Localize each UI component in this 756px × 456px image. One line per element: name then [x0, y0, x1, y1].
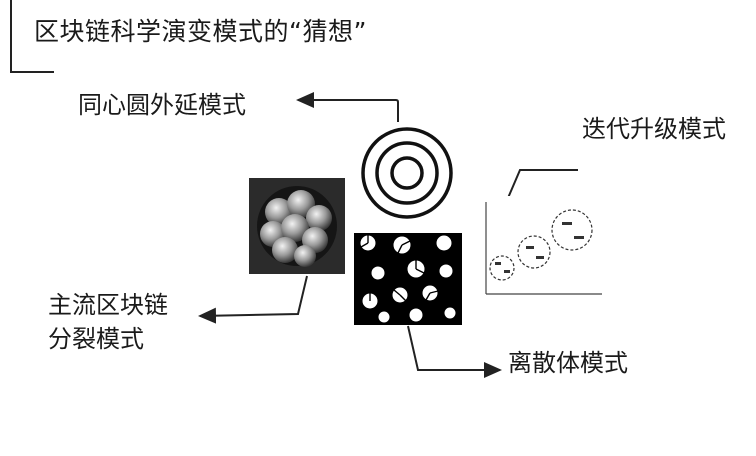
discrete-particles-image: [354, 233, 462, 325]
arrow-discrete: [407, 325, 502, 378]
line-iterative: [507, 169, 578, 199]
label-discrete-mode: 离散体模式: [508, 349, 628, 377]
arrow-split: [198, 275, 308, 324]
iterative-cycles-image: [478, 196, 606, 302]
cell-cluster-image: [249, 178, 345, 274]
label-split-mode: 主流区块链 分裂模式: [48, 288, 168, 356]
concentric-rings-image: [356, 122, 458, 224]
title-bracket: [10, 0, 54, 73]
label-iterative-mode: 迭代升级模式: [582, 115, 726, 143]
label-split-line2: 分裂模式: [48, 325, 144, 353]
label-concentric-mode: 同心圆外延模式: [78, 91, 246, 119]
page-title: 区块链科学演变模式的“猜想”: [34, 17, 367, 46]
arrow-concentric: [296, 92, 399, 122]
label-split-line1: 主流区块链: [48, 291, 168, 319]
